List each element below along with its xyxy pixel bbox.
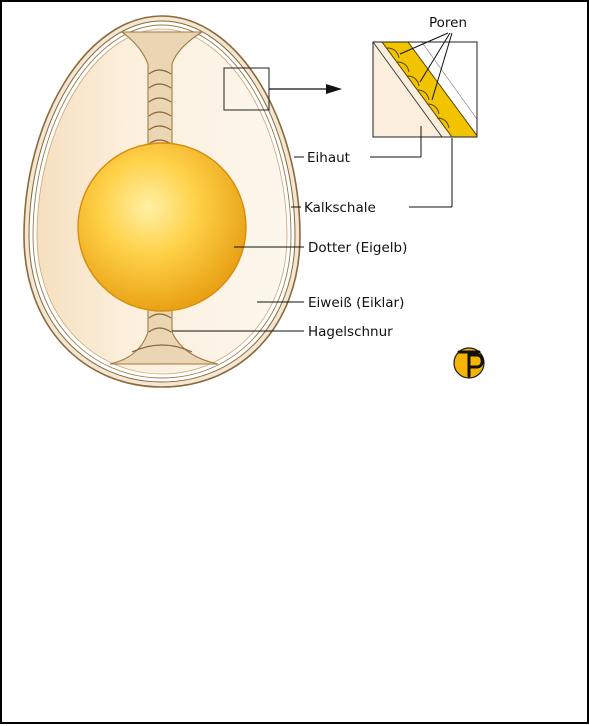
publisher-logo [454, 348, 484, 378]
yolk [78, 143, 246, 311]
inset-magnification [373, 42, 490, 137]
label-poren: Poren [429, 15, 467, 31]
arrow-head-icon [326, 84, 342, 94]
label-hagelschnur: Hagelschnur [308, 324, 393, 340]
label-dotter: Dotter (Eigelb) [308, 240, 407, 256]
label-eiweiss: Eiweiß (Eiklar) [308, 295, 404, 311]
label-eihaut: Eihaut [307, 150, 350, 166]
label-kalkschale: Kalkschale [304, 200, 376, 216]
